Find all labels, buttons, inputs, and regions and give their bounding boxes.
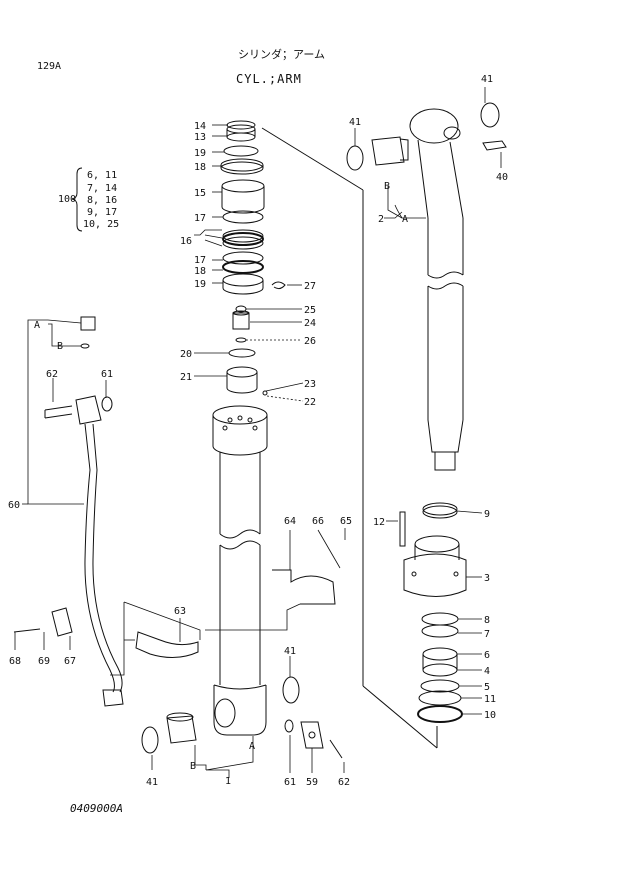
callout-15: 15 bbox=[194, 188, 206, 199]
callout-5: 5 bbox=[484, 682, 490, 693]
callout-24: 24 bbox=[304, 318, 316, 329]
seal-stack bbox=[417, 612, 463, 723]
kit-member: 8, 16 bbox=[87, 195, 118, 206]
valve-parts bbox=[232, 305, 250, 343]
callout-27: 27 bbox=[304, 281, 316, 292]
callout-11: 11 bbox=[484, 694, 496, 705]
callout-14: 14 bbox=[194, 121, 206, 132]
kit-number: 100 bbox=[58, 194, 77, 205]
callout-19: 19 bbox=[194, 279, 206, 290]
kit-member: 10, 25 bbox=[83, 219, 120, 230]
piston-nut bbox=[226, 366, 268, 396]
pin bbox=[166, 712, 197, 744]
guide-line bbox=[362, 685, 438, 749]
callout-62: 62 bbox=[338, 777, 350, 788]
section-b: B bbox=[190, 761, 196, 772]
callout-8: 8 bbox=[484, 615, 490, 626]
callout-66: 66 bbox=[312, 516, 324, 527]
pipe-clamp bbox=[51, 607, 73, 637]
bolt bbox=[329, 739, 343, 759]
callout-19: 19 bbox=[194, 148, 206, 159]
bolt bbox=[13, 628, 41, 633]
page-code: 129A bbox=[37, 61, 62, 72]
callout-69: 69 bbox=[38, 656, 50, 667]
callout-18: 18 bbox=[194, 162, 206, 173]
callout-17: 17 bbox=[194, 213, 206, 224]
callout-67: 67 bbox=[64, 656, 76, 667]
callout-59: 59 bbox=[306, 777, 318, 788]
drawing-number: 0409000A bbox=[70, 802, 123, 815]
callout-12: 12 bbox=[373, 517, 385, 528]
section-b: B bbox=[384, 181, 390, 192]
callout-7: 7 bbox=[484, 629, 490, 640]
callout-60: 60 bbox=[8, 500, 20, 511]
callout-26: 26 bbox=[304, 336, 316, 347]
callout-23: 23 bbox=[304, 379, 316, 390]
clamp bbox=[272, 569, 336, 605]
section-a: A bbox=[34, 320, 40, 331]
title-japanese: シリンダ；アーム bbox=[238, 48, 326, 61]
callout-numbers: 14 13 19 18 15 17 16 17 18 19 27 25 24 2… bbox=[8, 74, 508, 788]
callout-22: 22 bbox=[304, 397, 316, 408]
piston-rod bbox=[399, 108, 464, 471]
callout-13: 13 bbox=[194, 132, 206, 143]
callout-3: 3 bbox=[484, 573, 490, 584]
section-b: B bbox=[57, 341, 63, 352]
kit-member: 7, 14 bbox=[87, 183, 118, 194]
callout-6: 6 bbox=[484, 650, 490, 661]
callout-20: 20 bbox=[180, 349, 192, 360]
callout-17: 17 bbox=[194, 255, 206, 266]
callout-68: 68 bbox=[9, 656, 21, 667]
callout-62: 62 bbox=[46, 369, 58, 380]
callout-10: 10 bbox=[484, 710, 496, 721]
callout-21: 21 bbox=[180, 372, 192, 383]
callout-40: 40 bbox=[496, 172, 508, 183]
title-english: CYL.;ARM bbox=[236, 72, 302, 86]
seal-stack bbox=[220, 120, 265, 295]
section-a: A bbox=[402, 214, 408, 225]
callout-41: 41 bbox=[284, 646, 296, 657]
callout-18: 18 bbox=[194, 266, 206, 277]
kit-member: 6, 11 bbox=[87, 170, 118, 181]
callout-2: 2 bbox=[378, 214, 384, 225]
bolt bbox=[399, 511, 406, 547]
seal-ring bbox=[141, 726, 159, 754]
grease-fitting bbox=[482, 140, 507, 151]
snap-ring bbox=[271, 281, 286, 290]
section-a: A bbox=[249, 741, 255, 752]
pin bbox=[371, 136, 405, 166]
callout-16: 16 bbox=[180, 236, 192, 247]
kit-member: 9, 17 bbox=[87, 207, 118, 218]
callout-25: 25 bbox=[304, 305, 316, 316]
seal-ring bbox=[346, 145, 364, 171]
ring bbox=[422, 502, 458, 516]
callout-64: 64 bbox=[284, 516, 296, 527]
pipe-flange bbox=[300, 721, 324, 749]
guide-line bbox=[261, 127, 364, 191]
callout-1: 1 bbox=[225, 776, 231, 787]
kit-brace bbox=[71, 167, 83, 232]
callout-41: 41 bbox=[146, 777, 158, 788]
leader-lines bbox=[14, 87, 502, 778]
callout-41: 41 bbox=[349, 117, 361, 128]
callout-61: 61 bbox=[101, 369, 113, 380]
o-ring bbox=[284, 719, 294, 733]
callout-4: 4 bbox=[484, 666, 490, 677]
clamp bbox=[135, 631, 199, 658]
seal-ring bbox=[282, 676, 300, 704]
ring bbox=[422, 505, 458, 519]
rod-head bbox=[403, 535, 467, 597]
ring bbox=[228, 348, 256, 358]
callout-63: 63 bbox=[174, 606, 186, 617]
callout-65: 65 bbox=[340, 516, 352, 527]
callout-9: 9 bbox=[484, 509, 490, 520]
callout-61: 61 bbox=[284, 777, 296, 788]
callout-41: 41 bbox=[481, 74, 493, 85]
seal-ring bbox=[480, 102, 500, 128]
cylinder-tube bbox=[212, 405, 268, 736]
